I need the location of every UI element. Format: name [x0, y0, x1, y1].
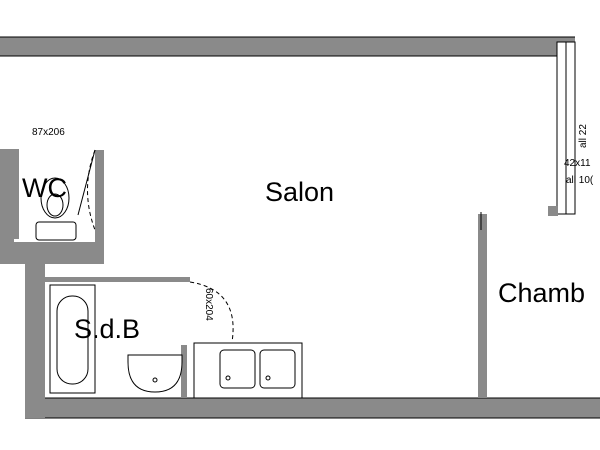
- room-label-wc: WC: [22, 173, 67, 203]
- dimension-window-1: 42x11: [564, 158, 591, 169]
- wc-door-swing: [87, 149, 96, 231]
- bathtub-fixture: [49, 284, 96, 394]
- wc-partition-right: [95, 150, 104, 264]
- toilet-fixture: [35, 177, 77, 241]
- sink-fixture: [127, 354, 183, 393]
- sdb-partition-right: [181, 345, 187, 398]
- kitchen-sink-fixture: [193, 342, 303, 399]
- dimension-window-2: all 10(: [566, 175, 594, 186]
- room-label-chambre: Chamb: [498, 278, 585, 308]
- window-sill: [548, 206, 558, 216]
- bottom-wall: [25, 398, 600, 418]
- wc-partition-bottom: [0, 242, 104, 264]
- left-wall-upper: [0, 149, 14, 264]
- room-label-salon: Salon: [265, 177, 334, 207]
- chambre-partition: [478, 214, 487, 398]
- dimension-wc-door: 87x206: [32, 127, 65, 138]
- dimension-window-3: all 22: [578, 124, 589, 148]
- left-wall-lower: [25, 264, 45, 418]
- sdb-partition-top: [45, 277, 190, 282]
- room-label-sdb: S.d.B: [74, 314, 140, 344]
- top-wall: [0, 37, 575, 56]
- sdb-door-swing: [189, 281, 234, 343]
- wc-left-stub: [14, 149, 19, 239]
- dimension-sdb-door: 60x204: [203, 288, 214, 321]
